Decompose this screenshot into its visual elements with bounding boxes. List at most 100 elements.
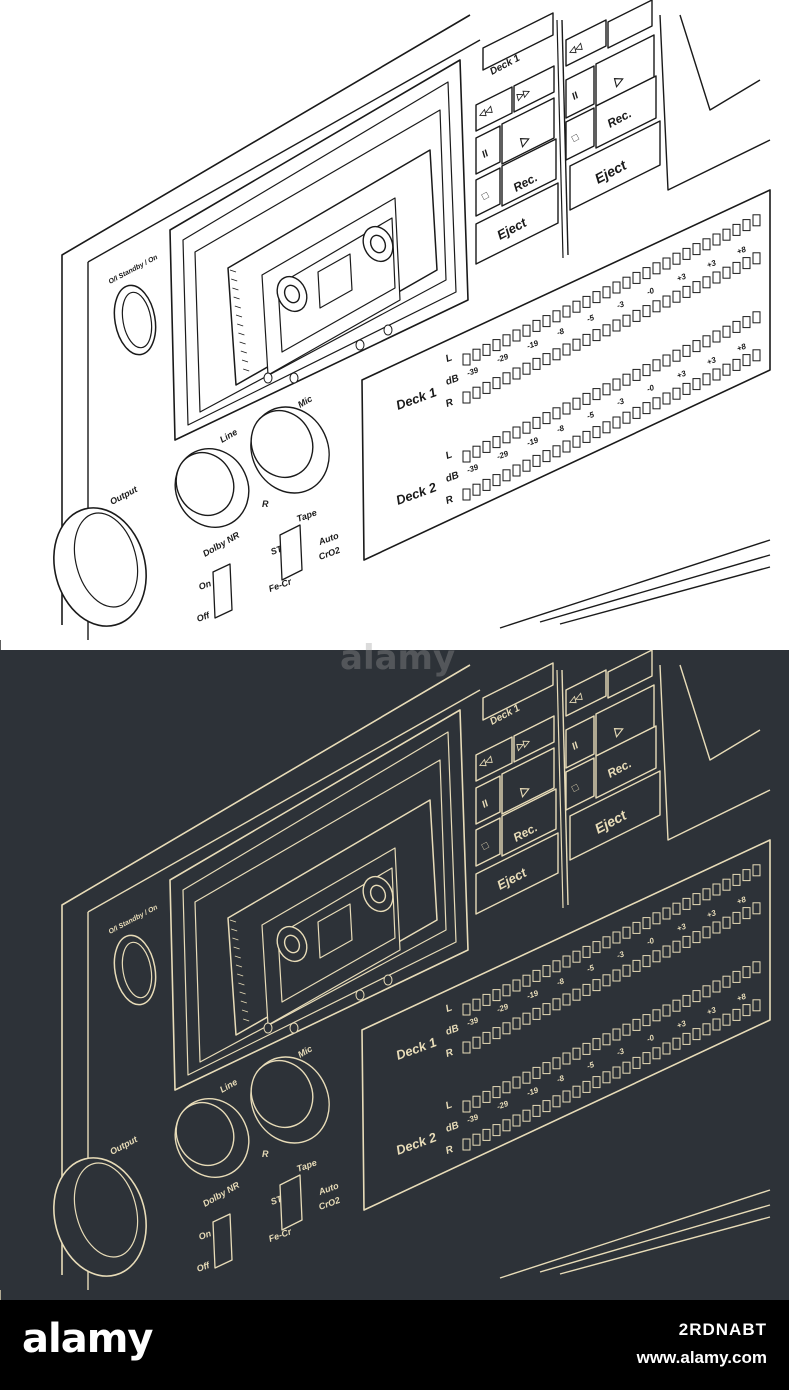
led-segment — [692, 340, 701, 353]
led-segment — [542, 353, 551, 366]
led-segment — [632, 406, 641, 419]
play-button-1 — [501, 97, 555, 165]
led-segment — [492, 1027, 501, 1040]
led-segment — [622, 1061, 631, 1074]
base-line-3 — [559, 1216, 771, 1275]
scale-1-9: +8 — [736, 895, 748, 907]
deck1-label-button — [482, 662, 554, 721]
rec-button-1 — [501, 788, 557, 857]
led-segment — [572, 300, 581, 313]
led-segment — [742, 1004, 751, 1017]
led-segment — [652, 912, 661, 925]
led-segment — [602, 1071, 611, 1084]
scale-1-5: -3 — [616, 299, 626, 310]
line-label: Line — [218, 1077, 239, 1095]
hatch — [241, 1009, 249, 1013]
led-segment — [502, 469, 511, 482]
scale-2-4: -5 — [586, 410, 596, 421]
led-segment — [702, 276, 711, 289]
watermark-text: alamy — [340, 638, 456, 678]
led-segment — [552, 445, 561, 458]
led-segment — [572, 435, 581, 448]
cro2-label: CrO2 — [317, 545, 341, 562]
led-segment — [642, 955, 651, 968]
led-segment — [592, 979, 601, 992]
scale-2-7: +3 — [676, 369, 688, 381]
side-handle — [679, 14, 761, 111]
led-segment — [752, 864, 761, 877]
led-segment — [492, 339, 501, 352]
led-segment — [542, 450, 551, 463]
led-segment — [462, 450, 471, 463]
meter-panel — [361, 189, 771, 561]
image-id: 2RDNABT — [678, 1320, 767, 1339]
led-segment — [692, 990, 701, 1003]
led-segment — [682, 897, 691, 910]
led-segment — [532, 1007, 541, 1020]
rec-button-2 — [595, 75, 657, 149]
pause-button-1 — [475, 125, 501, 175]
db-label-1: dB — [444, 373, 460, 388]
hatch — [241, 359, 249, 363]
scale-1-2: -19 — [526, 988, 540, 1001]
led-segment — [702, 238, 711, 251]
hatch — [239, 341, 246, 345]
scale-1-7: +3 — [676, 272, 688, 284]
deck1-label-button — [482, 12, 554, 71]
led-segment — [532, 1066, 541, 1079]
led-segment — [512, 979, 521, 992]
reel-right-hub — [369, 234, 387, 254]
led-segment — [522, 1071, 531, 1084]
led-segment — [592, 426, 601, 439]
led-segment — [492, 1086, 501, 1099]
pause-button-1 — [475, 775, 501, 825]
footer-bar: alamy 2RDNABT www.alamy.com — [0, 1300, 789, 1390]
led-segment — [512, 426, 521, 439]
led-segment — [612, 416, 621, 429]
led-segment — [502, 334, 511, 347]
led-segment — [592, 291, 601, 304]
led-segment — [652, 359, 661, 372]
screw-3 — [355, 989, 365, 1001]
led-segment — [482, 343, 491, 356]
led-segment — [652, 262, 661, 275]
scale-2-3: -8 — [556, 423, 566, 434]
housing-top-edge — [87, 39, 481, 263]
led-segment — [582, 430, 591, 443]
hatch — [229, 269, 237, 273]
deck-divider — [561, 19, 569, 256]
led-segment — [612, 1066, 621, 1079]
led-segment — [612, 969, 621, 982]
play-button-1 — [501, 747, 555, 815]
scale-1-4: -5 — [586, 963, 596, 974]
led-segment — [552, 310, 561, 323]
screw-1 — [263, 372, 273, 384]
led-segment — [562, 1090, 571, 1103]
stop-icon-2: □ — [570, 132, 581, 145]
scale-2-7: +3 — [676, 1019, 688, 1031]
led-segment — [722, 363, 731, 376]
scale-1-6: -0 — [646, 286, 656, 297]
hatch — [239, 991, 246, 995]
L-label-1: L — [444, 1002, 454, 1014]
db-label-1: dB — [444, 1023, 460, 1038]
site-url: www.alamy.com — [636, 1348, 767, 1367]
led-segment — [672, 999, 681, 1012]
L-label-2: L — [444, 449, 454, 461]
led-segment — [712, 921, 721, 934]
led-segment — [562, 440, 571, 453]
led-segment — [522, 1012, 531, 1025]
pause-icon-2: II — [570, 740, 580, 752]
led-segment — [552, 1095, 561, 1108]
led-segment — [462, 391, 471, 404]
led-segment — [572, 1085, 581, 1098]
led-segment — [482, 381, 491, 394]
led-segment — [522, 421, 531, 434]
led-segment — [562, 993, 571, 1006]
led-segment — [712, 980, 721, 993]
led-segment — [752, 214, 761, 227]
hatch — [238, 982, 245, 986]
led-segment — [662, 945, 671, 958]
led-segment — [532, 416, 541, 429]
led-segment — [632, 309, 641, 322]
